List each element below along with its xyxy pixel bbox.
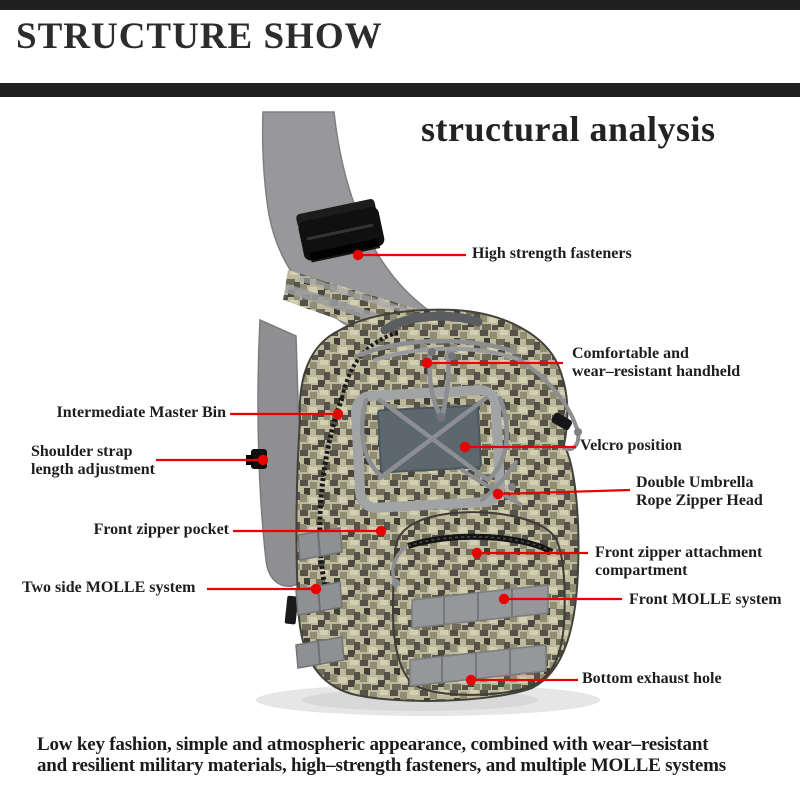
callout-high-strength-fasteners: High strength fasteners — [472, 245, 632, 262]
callout-dot-front-molle — [498, 593, 510, 605]
top-black-bar — [0, 0, 800, 10]
callout-dot-shoulder-strap-adjustment — [257, 454, 269, 466]
side-molle-straps — [295, 527, 345, 669]
carry-handle — [380, 311, 483, 335]
callout-two-side-molle-system: Two side MOLLE system — [22, 579, 196, 596]
footer-description: Low key fashion, simple and atmospheric … — [37, 734, 726, 776]
divider-black-bar — [0, 83, 800, 97]
callout-dot-front-zipper-pocket — [375, 525, 387, 537]
callout-dot-two-side-molle — [310, 583, 322, 595]
callout-dot-front-zipper-attachment — [471, 547, 483, 559]
callout-line-double-umbrella-rope — [497, 488, 631, 496]
callout-velcro-position: Velcro position — [580, 437, 682, 454]
callout-pointers — [156, 249, 631, 686]
subtitle: structural analysis — [421, 109, 716, 149]
callout-dot-high-strength-fasteners — [352, 249, 364, 261]
callout-front-zipper-attachment-compartment: Front zipper attachment compartment — [595, 544, 763, 579]
callout-dot-velcro-position — [459, 441, 471, 453]
callout-dot-bottom-exhaust-hole — [465, 674, 477, 686]
callout-comfortable-handheld: Comfortable and wear–resistant handheld — [572, 345, 741, 380]
front-molle-straps — [409, 584, 549, 687]
callout-shoulder-strap-adjustment: Shoulder strap length adjustment — [31, 443, 156, 478]
callout-bottom-exhaust-hole: Bottom exhaust hole — [582, 670, 722, 687]
callout-double-umbrella-rope-zipper-head: Double Umbrella Rope Zipper Head — [636, 474, 763, 509]
page-title: STRUCTURE SHOW — [16, 16, 383, 57]
callout-intermediate-master-bin: Intermediate Master Bin — [56, 404, 226, 421]
callout-dot-intermediate-master-bin — [332, 408, 344, 420]
callout-dot-double-umbrella-rope — [492, 488, 504, 500]
callout-dots — [257, 249, 510, 686]
callout-front-zipper-pocket: Front zipper pocket — [93, 521, 229, 538]
strap-buckle — [296, 198, 385, 263]
callout-front-molle-system: Front MOLLE system — [629, 591, 782, 608]
paracord-laces — [357, 338, 582, 506]
callout-dot-comfortable-handheld — [421, 357, 433, 369]
